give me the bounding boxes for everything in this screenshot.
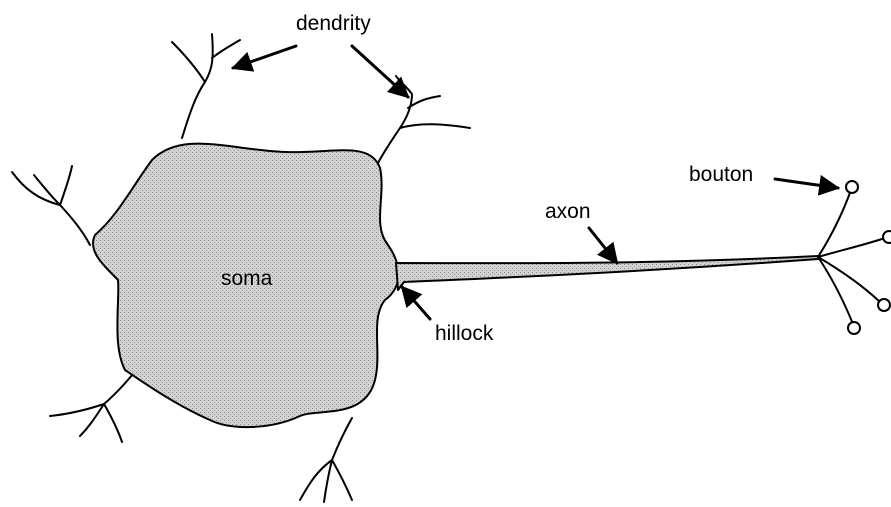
bouton-1 (846, 181, 858, 193)
label-dendrity: dendrity (296, 13, 371, 34)
arrow-axon (589, 228, 617, 263)
dendrite-top-left (172, 34, 240, 138)
dendrite-left (12, 166, 90, 245)
dendrite-top-right (378, 76, 470, 163)
dendrite-bottom (300, 418, 352, 502)
arrow-bouton (775, 179, 838, 188)
arrow-dendrity-right (352, 46, 408, 97)
arrow-hillock (402, 287, 430, 319)
bouton-4 (848, 322, 860, 334)
arrow-dendrity-left (233, 46, 296, 68)
terminal-branch-1 (818, 190, 851, 257)
bouton-3 (878, 299, 890, 311)
bouton-2 (883, 231, 891, 243)
label-soma: soma (221, 268, 272, 289)
axon-body (396, 256, 818, 290)
dendrite-bottom-left (50, 368, 138, 442)
label-hillock: hillock (435, 323, 493, 344)
axon-terminals (818, 190, 885, 324)
label-bouton: bouton (689, 164, 753, 185)
boutons (846, 181, 891, 334)
terminal-branch-3 (818, 257, 880, 302)
label-axon: axon (545, 201, 591, 222)
